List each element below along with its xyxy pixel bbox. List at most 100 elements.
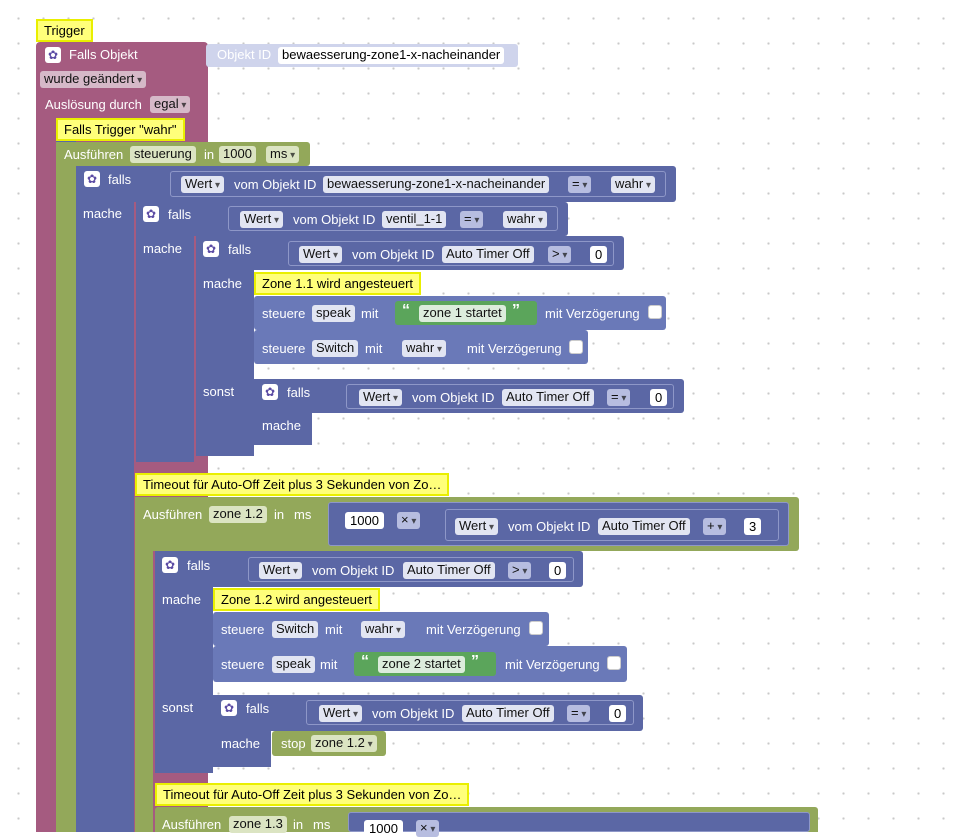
multiply-dropdown[interactable]: × xyxy=(397,512,421,529)
if-bewaesserung-body xyxy=(76,166,134,832)
operator-dropdown[interactable]: = xyxy=(568,176,592,193)
falls-label: falls xyxy=(108,172,132,187)
gear-icon[interactable]: ✿ xyxy=(45,47,61,63)
if-ventil-body xyxy=(136,202,194,462)
plus-dropdown[interactable]: + xyxy=(703,518,727,535)
mache-label: mache xyxy=(203,276,243,291)
vom-objekt-label: vom Objekt ID xyxy=(352,247,435,262)
string-value[interactable]: zone 2 startet xyxy=(378,656,465,673)
object-id-field[interactable]: Auto Timer Off xyxy=(403,562,495,579)
falls-label: falls xyxy=(168,207,192,222)
number-value[interactable]: 1000 xyxy=(364,820,403,837)
in-label: in xyxy=(293,817,304,832)
vom-objekt-label: vom Objekt ID xyxy=(412,390,495,405)
comment-timeout-b: Timeout für Auto-Off Zeit plus 3 Sekunde… xyxy=(155,783,470,806)
vom-objekt-label: vom Objekt ID xyxy=(372,706,455,721)
target-dropdown[interactable]: Switch xyxy=(272,621,319,638)
timeout-name-input[interactable]: steuerung xyxy=(130,146,196,163)
target-dropdown[interactable]: speak xyxy=(312,305,355,322)
operator-dropdown[interactable]: = xyxy=(567,705,591,722)
steuere-label: steuere xyxy=(262,341,306,356)
mache-label: mache xyxy=(221,736,261,751)
number-value[interactable]: 0 xyxy=(549,562,567,579)
number-value[interactable]: 0 xyxy=(650,389,668,406)
quote-open-icon: “ xyxy=(361,653,369,670)
sonst-label: sonst xyxy=(203,384,235,399)
value-dropdown[interactable]: wahr xyxy=(611,176,655,193)
in-label: in xyxy=(204,147,215,162)
quote-open-icon: “ xyxy=(402,302,410,319)
gear-icon[interactable]: ✿ xyxy=(143,206,159,222)
delay-label: mit Verzögerung xyxy=(545,306,640,321)
gear-icon[interactable]: ✿ xyxy=(84,171,100,187)
operator-dropdown[interactable]: > xyxy=(548,246,572,263)
object-id-field[interactable]: Auto Timer Off xyxy=(442,246,534,263)
vom-objekt-label: vom Objekt ID xyxy=(508,519,591,534)
comment-zone11: Zone 1.1 wird angesteuert xyxy=(254,272,422,295)
wert-dropdown[interactable]: Wert xyxy=(259,562,303,579)
object-id-field[interactable]: Auto Timer Off xyxy=(502,389,594,406)
gear-icon[interactable]: ✿ xyxy=(203,241,219,257)
steuere-label: steuere xyxy=(221,622,265,637)
delay-checkbox[interactable] xyxy=(569,340,583,354)
value-dropdown[interactable]: wahr xyxy=(361,621,405,638)
multiply-dropdown[interactable]: × xyxy=(416,820,440,837)
timeout-name-input[interactable]: zone 1.2 xyxy=(209,506,267,523)
falls-objekt-label: Falls Objekt xyxy=(69,47,138,62)
object-id-field[interactable]: Auto Timer Off xyxy=(462,705,554,722)
ausfuehren-label: Ausführen xyxy=(162,817,222,832)
if-trigger-wahr-label: Falls Trigger "wahr" xyxy=(56,118,185,141)
ausfuehren-label: Ausführen xyxy=(64,147,124,162)
quote-close-icon: ” xyxy=(512,302,520,319)
steuere-label: steuere xyxy=(221,657,265,672)
wert-dropdown[interactable]: Wert xyxy=(359,389,403,406)
vom-objekt-label: vom Objekt ID xyxy=(293,212,376,227)
number-value[interactable]: 0 xyxy=(609,705,627,722)
gear-icon[interactable]: ✿ xyxy=(262,384,278,400)
vom-objekt-label: vom Objekt ID xyxy=(312,563,395,578)
wert-dropdown[interactable]: Wert xyxy=(319,705,363,722)
stop-target-dropdown[interactable]: zone 1.2 xyxy=(311,735,377,752)
object-id-field[interactable]: bewaesserung-zone1-x-nacheinander xyxy=(323,176,550,193)
mit-label: mit xyxy=(325,622,343,637)
delay-checkbox[interactable] xyxy=(648,305,662,319)
timeout-name-input[interactable]: zone 1.3 xyxy=(229,816,287,833)
unit-dropdown[interactable]: ms xyxy=(266,146,300,163)
falls-label: falls xyxy=(187,558,211,573)
mit-label: mit xyxy=(361,306,379,321)
mache-label: mache xyxy=(262,418,302,433)
delay-input[interactable]: 1000 xyxy=(219,146,256,163)
number-value[interactable]: 1000 xyxy=(345,512,384,529)
delay-label: mit Verzögerung xyxy=(505,657,600,672)
ausloesung-dropdown[interactable]: egal xyxy=(150,96,191,113)
value-dropdown[interactable]: wahr xyxy=(503,211,547,228)
wert-dropdown[interactable]: Wert xyxy=(181,176,225,193)
delay-checkbox[interactable] xyxy=(607,656,621,670)
operator-dropdown[interactable]: > xyxy=(508,562,532,579)
number-value[interactable]: 3 xyxy=(744,518,762,535)
falls-label: falls xyxy=(246,701,270,716)
wert-dropdown[interactable]: Wert xyxy=(455,518,499,535)
object-id-field[interactable]: ventil_1-1 xyxy=(382,211,447,228)
gear-icon[interactable]: ✿ xyxy=(221,700,237,716)
string-value[interactable]: zone 1 startet xyxy=(419,305,506,322)
ausfuehren-label: Ausführen xyxy=(143,507,203,522)
ausloesung-label: Auslösung durch xyxy=(45,97,142,112)
operator-dropdown[interactable]: = xyxy=(607,389,631,406)
gear-icon[interactable]: ✿ xyxy=(162,557,178,573)
delay-label: mit Verzögerung xyxy=(426,622,521,637)
timeout-zone12-body xyxy=(135,497,153,832)
target-dropdown[interactable]: speak xyxy=(272,656,315,673)
wert-dropdown[interactable]: Wert xyxy=(299,246,343,263)
operator-dropdown[interactable]: = xyxy=(460,211,484,228)
wurde-geaendert-dropdown[interactable]: wurde geändert xyxy=(40,71,147,88)
delay-checkbox[interactable] xyxy=(529,621,543,635)
value-dropdown[interactable]: wahr xyxy=(402,340,446,357)
wert-dropdown[interactable]: Wert xyxy=(240,211,284,228)
objekt-id-value[interactable]: bewaesserung-zone1-x-nacheinander xyxy=(278,47,505,64)
sonst-label: sonst xyxy=(162,700,194,715)
comment-zone12: Zone 1.2 wird angesteuert xyxy=(213,588,381,611)
object-id-field[interactable]: Auto Timer Off xyxy=(598,518,690,535)
target-dropdown[interactable]: Switch xyxy=(312,340,359,357)
number-value[interactable]: 0 xyxy=(590,246,608,263)
